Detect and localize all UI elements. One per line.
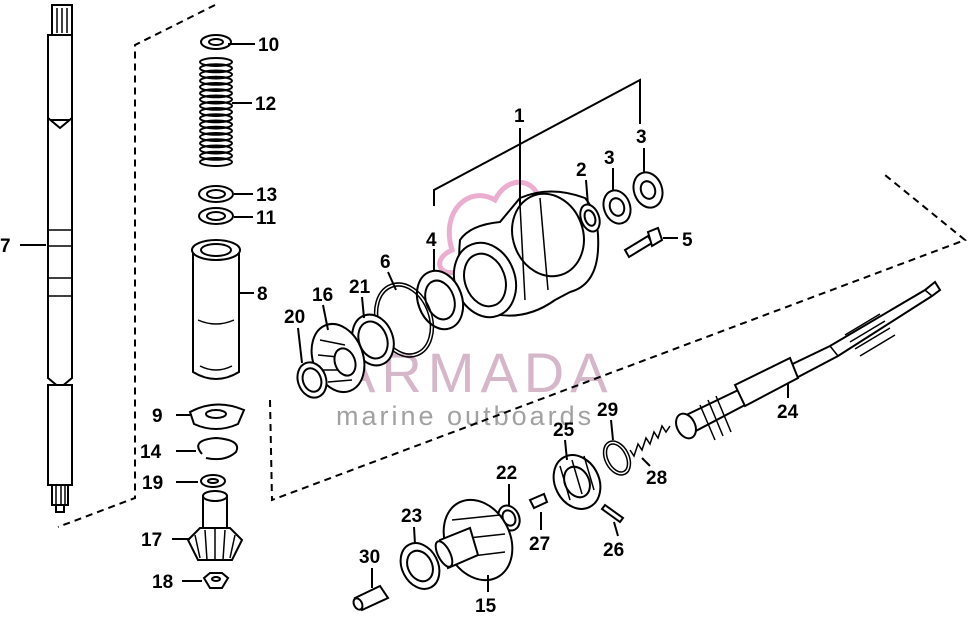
callout-28: 28: [646, 468, 667, 489]
drive-shaft: [47, 4, 73, 513]
callout-4: 4: [426, 230, 437, 251]
watermark-tagline: marine outboards: [336, 401, 594, 431]
lower-washer: [198, 207, 234, 225]
callout-18: 18: [152, 572, 173, 593]
oil-seal-outer: [632, 171, 664, 209]
callout-1: 1: [514, 106, 525, 127]
callout-29: 29: [597, 400, 618, 421]
callout-5: 5: [682, 230, 693, 251]
oil-seal-inner: [602, 189, 632, 225]
callout-19: 19: [142, 473, 163, 494]
needle-bearing: [579, 203, 601, 233]
propeller-shaft-group-outline: [269, 174, 967, 502]
callout-24: 24: [777, 402, 799, 423]
callout-12: 12: [255, 94, 276, 115]
thrust-washer: [200, 474, 226, 488]
callout-labels: 10 12 13 11 8 9 14 19 17 18 7 1 2 3 3 4 …: [0, 35, 799, 617]
propeller-shaft: [675, 280, 942, 441]
callout-16: 16: [312, 285, 333, 306]
housing-bolt: [623, 226, 664, 259]
shift-plunger: [352, 584, 390, 612]
callout-26: 26: [603, 540, 624, 561]
vertical-shaft-group-outline: [57, 4, 216, 528]
spring: [199, 57, 233, 167]
callout-15: 15: [475, 596, 497, 617]
lock-ring: [200, 34, 232, 50]
callout-30: 30: [359, 547, 380, 568]
callout-10: 10: [258, 35, 279, 56]
callout-14: 14: [140, 442, 162, 463]
spring-small: [629, 424, 671, 458]
callout-27: 27: [529, 534, 550, 555]
pinion-nut: [202, 572, 230, 589]
callout-21: 21: [349, 277, 371, 298]
callout-22: 22: [496, 463, 517, 484]
callout-25: 25: [553, 420, 575, 441]
cross-pin: [600, 503, 625, 524]
callout-2: 2: [576, 160, 587, 181]
callout-13: 13: [256, 185, 277, 206]
callout-17: 17: [141, 530, 162, 551]
callout-8: 8: [257, 284, 268, 305]
detent-pin: [528, 492, 549, 510]
sleeve: [191, 239, 241, 380]
reverse-gear-shim: [399, 542, 441, 590]
callout-3b: 3: [636, 127, 647, 148]
callout-6: 6: [380, 252, 391, 273]
snap-ring: [197, 436, 238, 461]
callout-23: 23: [401, 506, 422, 527]
callout-11: 11: [256, 208, 277, 229]
spring-retainer: [602, 440, 632, 476]
reverse-gear: [434, 498, 514, 582]
forward-gear-washer: [296, 361, 328, 399]
callout-3a: 3: [604, 148, 615, 169]
gear-housing: [452, 190, 600, 319]
upper-washer: [198, 185, 234, 203]
leader-lines: [20, 43, 789, 592]
pinion-gear: [186, 490, 244, 561]
callout-9: 9: [152, 406, 163, 427]
clutch-dog: [552, 454, 602, 510]
retainer-plate: [188, 403, 246, 430]
callout-7: 7: [0, 236, 11, 257]
callout-20: 20: [284, 307, 305, 328]
